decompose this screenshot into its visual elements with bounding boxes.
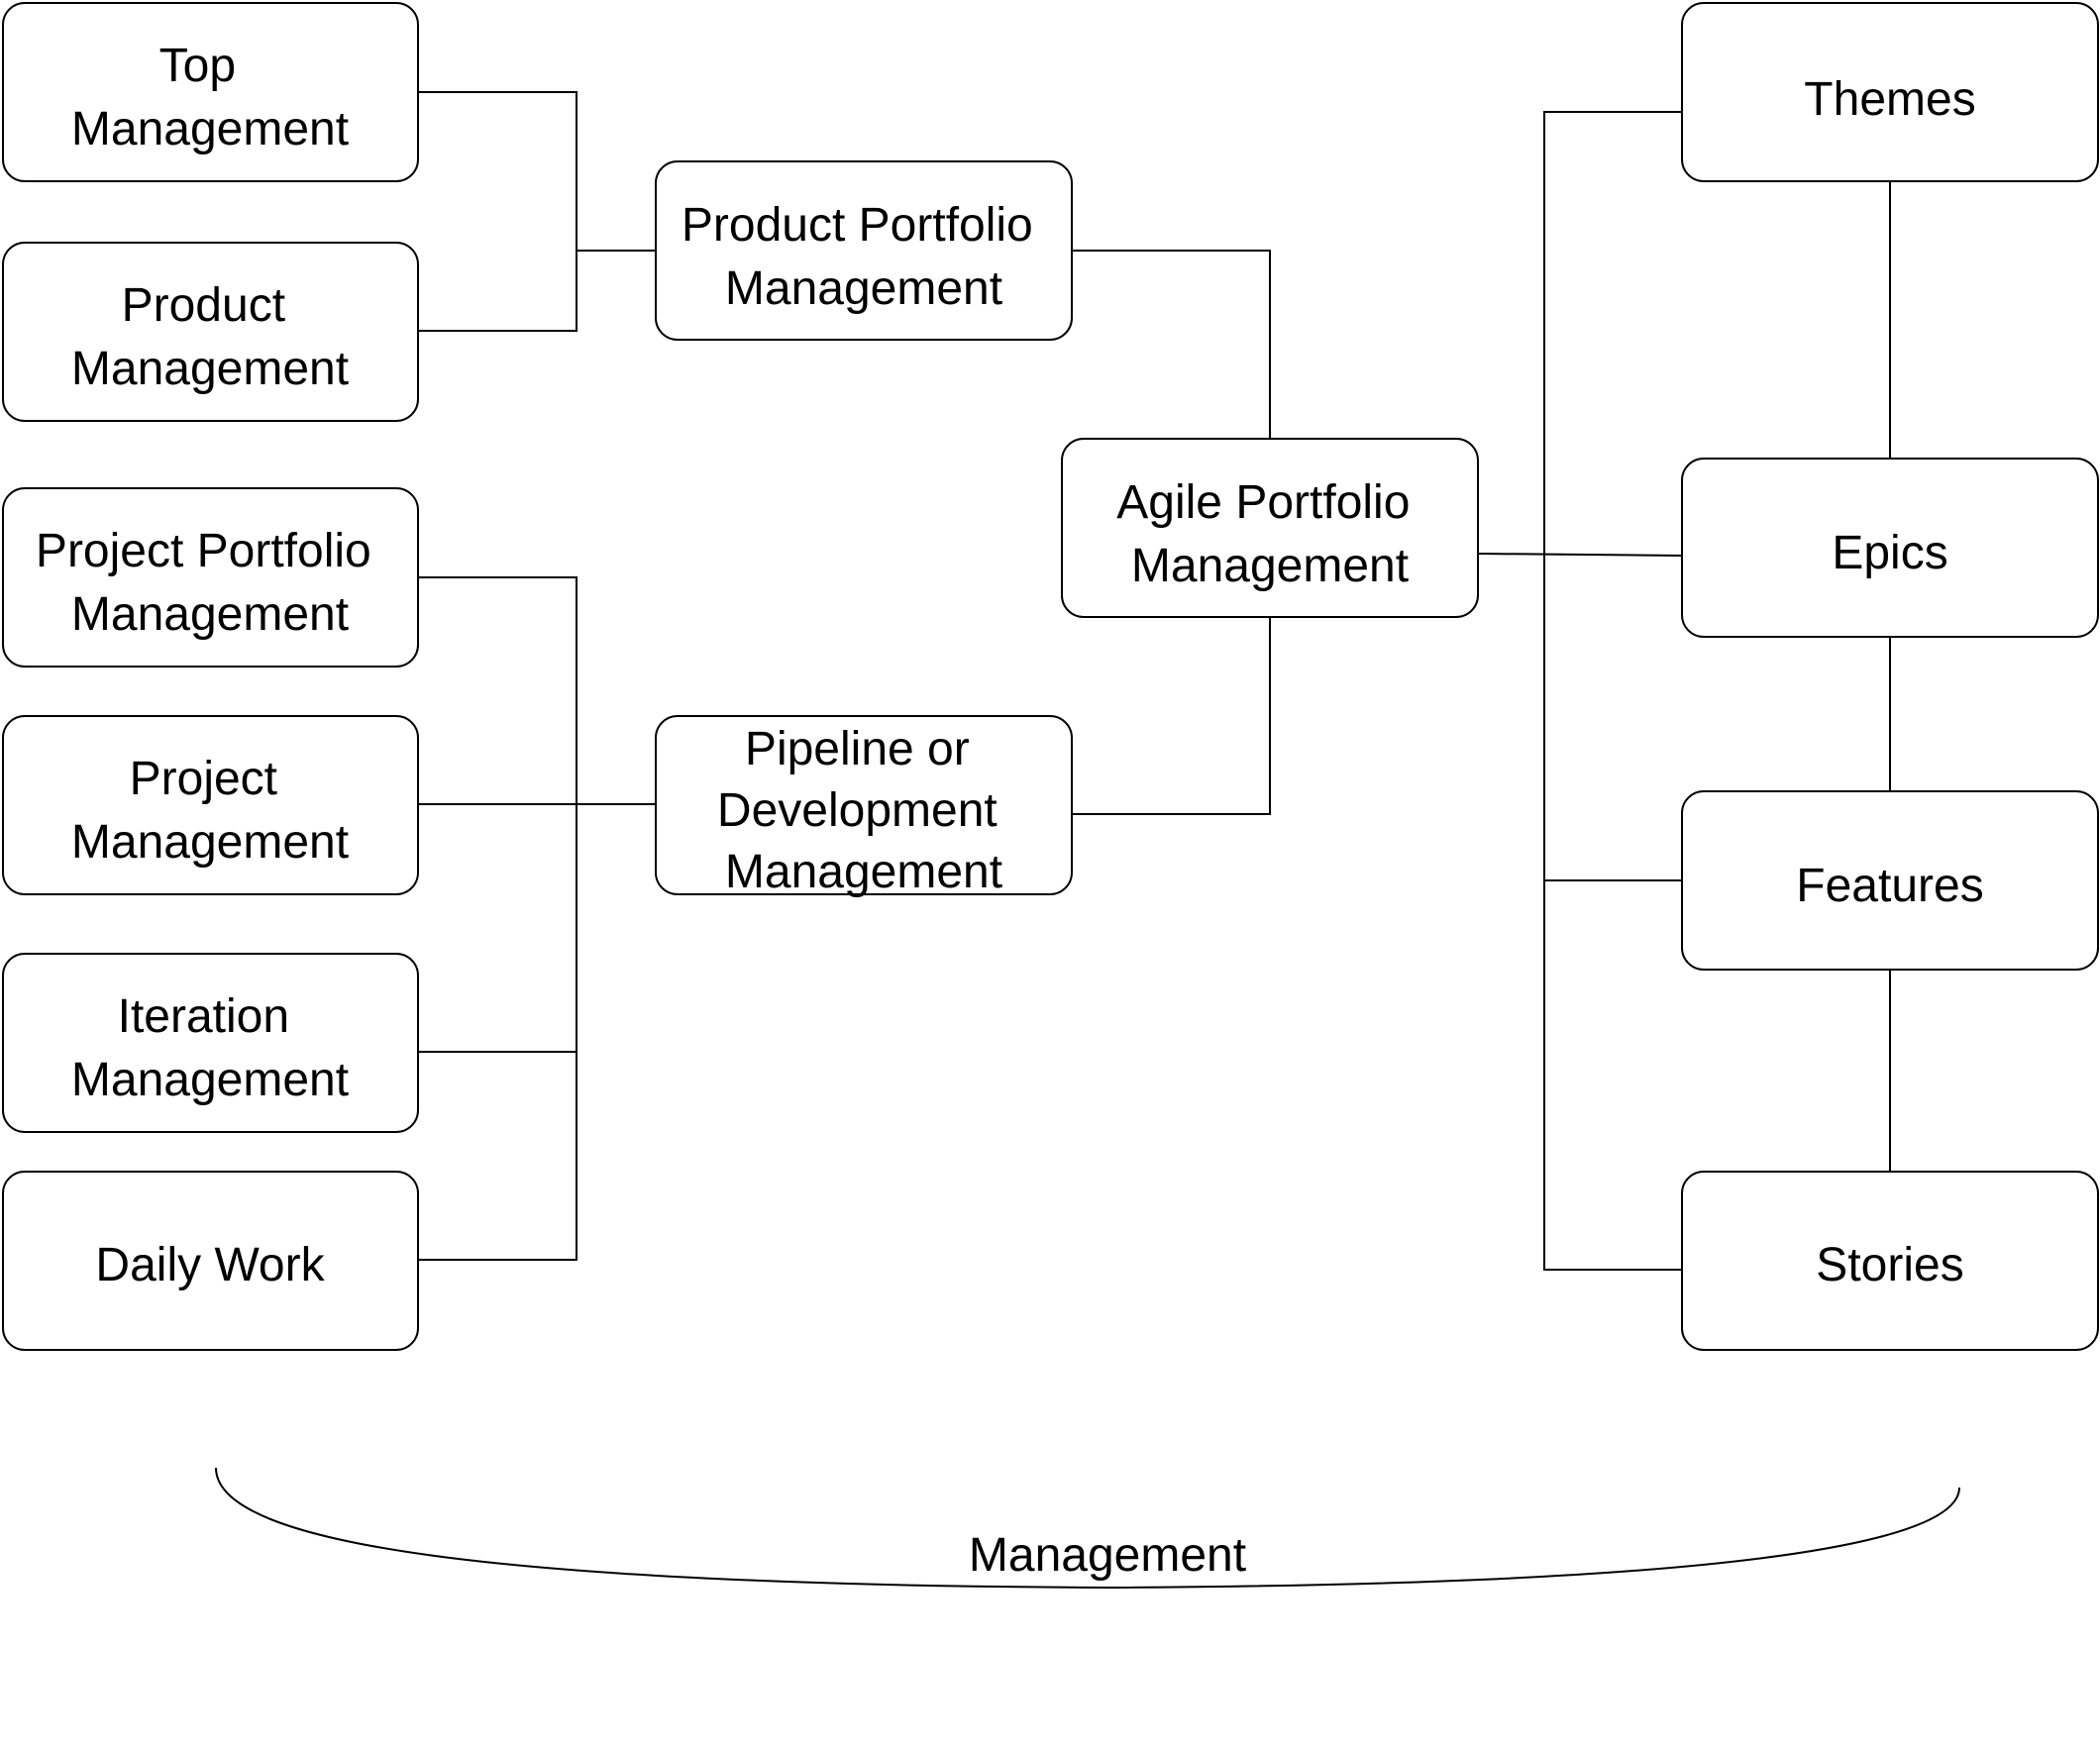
node-product-portfolio-management: Product Portfolio Management [655, 160, 1073, 341]
connectors [418, 91, 1891, 1271]
node-label: Themes [1804, 73, 1975, 126]
node-pipeline-development-management: Pipeline or Development Management [655, 715, 1073, 898]
node-product-management: Product Management [2, 242, 419, 422]
connector-pipeline-to-agile [1072, 617, 1271, 815]
connector-product-portfolio-to-agile [1072, 250, 1271, 438]
node-project-portfolio-management: Project Portfolio Management [2, 487, 419, 668]
connector-top-mgmt-to-product-portfolio [418, 91, 656, 252]
node-label: Features [1796, 860, 1983, 912]
connector-project-portfolio-to-pipeline [418, 576, 578, 1261]
management-brace [215, 1467, 1960, 1590]
connector-agile-to-epics [1477, 553, 1683, 557]
node-agile-portfolio-management: Agile Portfolio Management [1061, 438, 1479, 618]
management-brace-label: Management [969, 1529, 1246, 1582]
node-label: Project Management [71, 753, 349, 869]
node-themes: Themes [1681, 2, 2099, 182]
connector-product-mgmt-to-product-portfolio [418, 251, 578, 332]
node-top-management: Top Management [2, 2, 419, 182]
node-label: Pipeline or Development Management [717, 723, 1010, 898]
node-label: Project Portfolio Management [36, 525, 384, 641]
node-label: Stories [1816, 1239, 1963, 1291]
node-label: Agile Portfolio Management [1116, 476, 1423, 592]
node-epics: Epics [1681, 458, 2099, 638]
connector-bus-themes-stories [1543, 111, 1682, 1271]
node-label: Daily Work [95, 1239, 325, 1291]
node-label: Product Management [71, 279, 349, 395]
node-stories: Stories [1681, 1171, 2099, 1351]
node-label: Product Portfolio Management [682, 199, 1046, 315]
node-daily-work: Daily Work [2, 1171, 419, 1351]
node-project-management: Project Management [2, 715, 419, 895]
node-features: Features [1681, 790, 2099, 971]
node-label: Iteration Management [71, 990, 349, 1106]
node-label: Epics [1832, 527, 1947, 579]
node-iteration-management: Iteration Management [2, 953, 419, 1133]
node-label: Top Management [71, 40, 349, 155]
